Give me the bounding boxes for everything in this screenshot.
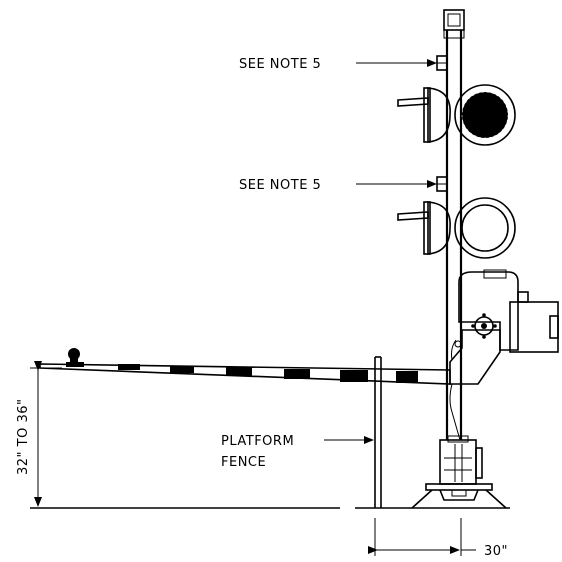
gate-arm	[39, 348, 451, 385]
cable	[449, 383, 461, 441]
lower-bracket	[436, 176, 448, 192]
upper-signal-head	[397, 84, 516, 146]
note-lower-label: SEE NOTE 5	[239, 178, 321, 193]
platform-label-line2: FENCE	[221, 455, 266, 470]
gate-base	[411, 435, 507, 509]
height-dimension	[30, 361, 62, 507]
lower-signal-head	[397, 197, 516, 259]
offset-label: 30"	[484, 544, 508, 559]
mast-pole	[443, 9, 465, 440]
height-range-label: 32" TO 36"	[16, 399, 31, 475]
platform-label-line1: PLATFORM	[221, 434, 294, 449]
platform-fence-post	[374, 356, 382, 508]
offset-dimension	[368, 518, 476, 556]
upper-bracket	[436, 55, 448, 71]
note-upper-label: SEE NOTE 5	[239, 57, 321, 72]
gate-mechanism	[449, 269, 559, 385]
